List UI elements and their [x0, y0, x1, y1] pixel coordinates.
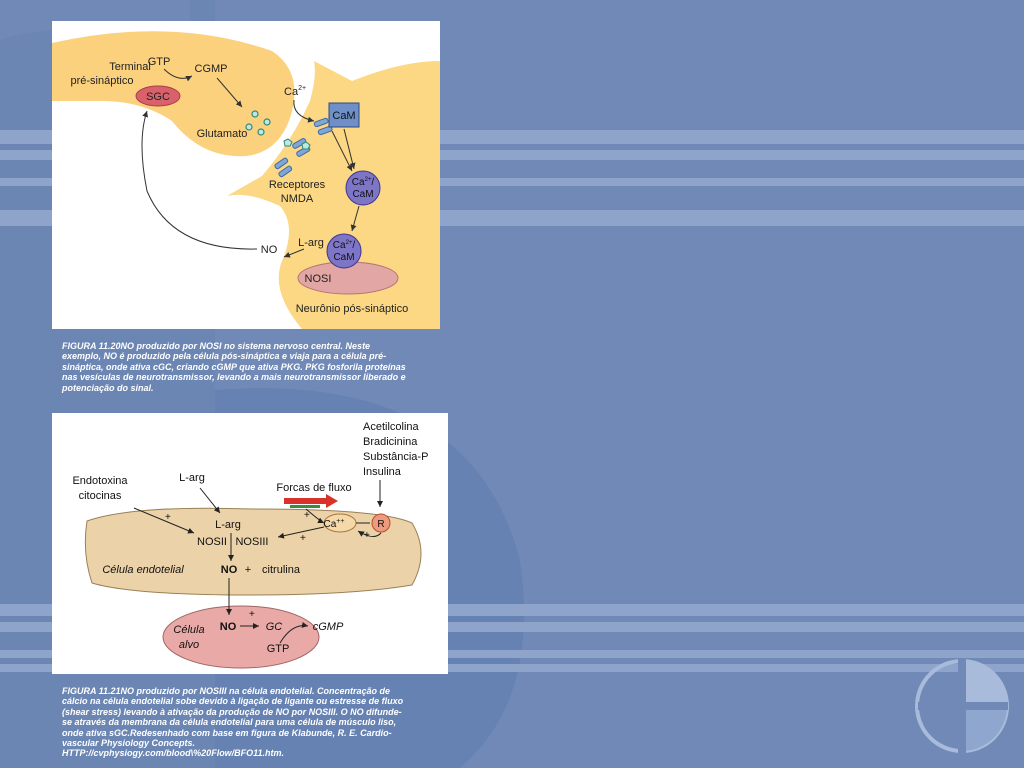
nosi-synapse-diagram: Terminal pré-sináptico GTP CGMP SGC Glut… [52, 31, 440, 329]
figure-11-20-caption: FIGURA 11.20NO produzido por NOSI no sis… [62, 341, 454, 393]
larg-inner-label: L-arg [215, 519, 241, 531]
postsynaptic-neuron [227, 61, 440, 329]
cam-box [328, 102, 360, 128]
ca-cam-2-top: Ca2+/ [333, 240, 356, 251]
nosiii-label: NOSIII [235, 536, 268, 548]
glutamate-label: Glutamato [197, 128, 248, 140]
no-target-label: NO [220, 621, 237, 633]
cgmp-label: CGMP [195, 63, 228, 75]
ca-cam-2-bottom: CaM [333, 252, 354, 263]
cytokines-label: citocinas [79, 490, 122, 502]
agonist-bradykinin: Bradicinina [363, 436, 418, 448]
plus-sign: + [245, 564, 251, 576]
agonist-substance-p: Substância-P [363, 451, 428, 463]
caption-line: onde ativa sGC.Redesenhado com base em f… [62, 727, 392, 738]
nmda-channels [274, 117, 333, 178]
cam-label: CaM [332, 110, 355, 122]
larg-label: L-arg [298, 237, 324, 249]
target-cell-label-1: Célula [173, 624, 204, 636]
ca-cam-1-top: Ca2+/ [352, 177, 375, 188]
figure-11-21-caption: FIGURA 11.21NO produzido por NOSIII na c… [62, 686, 454, 759]
target-cell [162, 605, 320, 669]
endothelial-no-diagram: Acetilcolina Bradicinina Substância-P In… [72, 421, 428, 669]
ca-cam-complex-2 [326, 233, 362, 269]
flow-forces-label: Forcas de fluxo [276, 482, 351, 494]
calcium-label: Ca++ [324, 518, 345, 530]
endothelial-cell-label: Célula endotelial [102, 564, 184, 576]
caption-line: (shear stress) levando à ativação da pro… [62, 706, 402, 717]
caption-line: potenciação do sinal. [62, 382, 154, 393]
receptor-label: R [377, 519, 384, 530]
citrulline-label: citrulina [262, 564, 301, 576]
endotoxin-label: Endotoxina [72, 475, 128, 487]
plus-sign: + [300, 533, 306, 544]
target-cell-label-2: alvo [179, 639, 199, 651]
plus-sign: + [165, 512, 171, 523]
plus-sign: + [364, 530, 370, 541]
caption-line: se através da membrana da célula endotel… [62, 717, 397, 728]
pie-chart-logo-icon [915, 658, 1009, 754]
plus-sign: + [304, 510, 310, 521]
caption-line: cálcio na célula endotelial sobe devido … [62, 696, 404, 707]
ca-ion-label: Ca2+ [284, 85, 306, 98]
receptor-r [371, 513, 391, 533]
terminal-label: Terminal [109, 61, 151, 73]
glutamate-vesicles [245, 110, 271, 136]
postsynaptic-label: Neurônio pós-sináptico [296, 303, 409, 315]
caption-line: HTTP://cvphysiogy.com/blood\%20Flow/BFO1… [62, 748, 285, 759]
nosii-label: NOSII [197, 536, 227, 548]
endothelial-cell [84, 507, 422, 596]
figure-11-21-panel: Acetilcolina Bradicinina Substância-P In… [52, 413, 448, 674]
caption-line: sináptica, onde ativa cGC, criando cGMP … [62, 361, 406, 372]
plus-sign: + [249, 609, 255, 620]
agonist-insulin: Insulina [363, 466, 402, 478]
caption-line: FIGURA 11.21NO produzido por NOSIII na c… [62, 686, 391, 696]
caption-line: vascular Physiology Concepts. [62, 738, 196, 749]
sgc-label: SGC [146, 91, 170, 103]
presynaptic-label: pré-sináptico [71, 75, 134, 87]
gtp-label: GTP [267, 643, 290, 655]
nmda-label: NMDA [281, 193, 314, 205]
caption-line: exemplo, NO é produzido pela célula pós-… [62, 351, 387, 362]
ca-cam-1-bottom: CaM [352, 189, 373, 200]
caption-line: FIGURA 11.20NO produzido por NOSI no sis… [62, 341, 371, 351]
gtp-label: GTP [148, 56, 171, 68]
no-label: NO [221, 564, 238, 576]
sgc-enzyme [135, 85, 181, 107]
agonist-acetylcholine: Acetilcolina [363, 421, 420, 433]
no-label: NO [261, 244, 278, 256]
ca-cam-complex-1 [345, 170, 381, 206]
flow-forces-arrow [284, 498, 326, 504]
larg-top-label: L-arg [179, 472, 205, 484]
gc-label: GC [266, 621, 283, 633]
figure-11-20-panel: Terminal pré-sináptico GTP CGMP SGC Glut… [52, 21, 440, 329]
receptors-label: Receptores [269, 179, 326, 191]
caption-line: nas vesículas de neurotransmissor, levan… [62, 372, 406, 383]
cgmp-label: cGMP [313, 621, 344, 633]
nosi-label: NOSI [305, 273, 332, 285]
